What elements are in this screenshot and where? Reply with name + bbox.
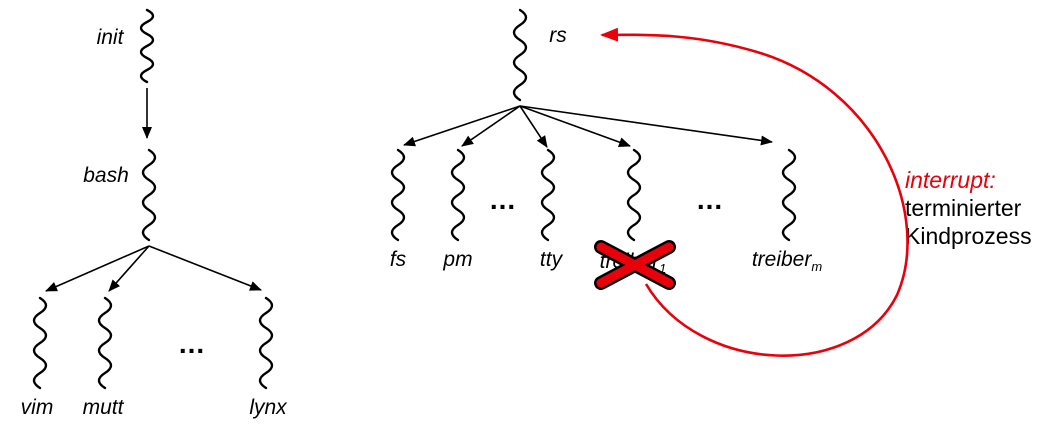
arrow-rs-to-treiberm [519,105,773,146]
process-squiggle-treiberm [781,148,797,242]
process-label-treiber1: treiber1 [600,250,667,276]
arrow-bash-to-mutt [108,245,150,292]
process-label-mutt: mutt [82,396,124,419]
arrow-bash-to-lynx [148,245,262,291]
process-squiggle-treiber1 [626,148,642,242]
process-squiggle-bash [141,148,157,242]
arrow-bash-to-vim [45,245,150,292]
process-squiggle-tty [540,148,556,242]
process-label-bash: bash [83,164,129,187]
treiber1-base: treiber [599,250,660,273]
interrupt-annotation: interrupt: terminierter Kindprozess [905,166,1032,250]
process-squiggle-init [139,8,155,84]
process-label-pm: pm [443,248,473,271]
treiber1-subscript: 1 [659,261,667,277]
treiberm-subscript: m [811,259,823,275]
process-label-rs: rs [549,24,567,47]
process-squiggle-pm [450,148,466,242]
arrow-rs-to-tty [519,105,548,148]
process-label-lynx: lynx [249,396,287,419]
interrupt-loop-arrow [600,27,909,357]
interrupt-heading: interrupt: [905,167,996,193]
annotation-line2: Kindprozess [905,223,1032,249]
annotation-line1: terminierter [905,195,1022,221]
process-label-tty: tty [539,248,563,271]
process-squiggle-fs [390,148,406,242]
process-squiggle-vim [32,296,48,390]
process-label-init: init [96,26,124,49]
treiberm-base: treiber [751,248,812,271]
arrow-rs-to-treiber1 [519,105,631,147]
process-squiggle-rs [512,8,528,102]
ellipsis-right-tree-1: ... [489,184,517,215]
ellipsis-left-tree: ... [178,328,206,359]
process-squiggle-lynx [258,296,274,390]
ellipsis-right-tree-2: ... [696,184,724,215]
process-squiggle-mutt [97,296,113,390]
process-label-vim: vim [20,396,54,419]
process-label-fs: fs [389,248,407,271]
arrow-rs-to-fs [403,105,521,147]
process-label-treiberm: treiberm [752,248,822,274]
arrow-rs-to-pm [461,105,521,147]
